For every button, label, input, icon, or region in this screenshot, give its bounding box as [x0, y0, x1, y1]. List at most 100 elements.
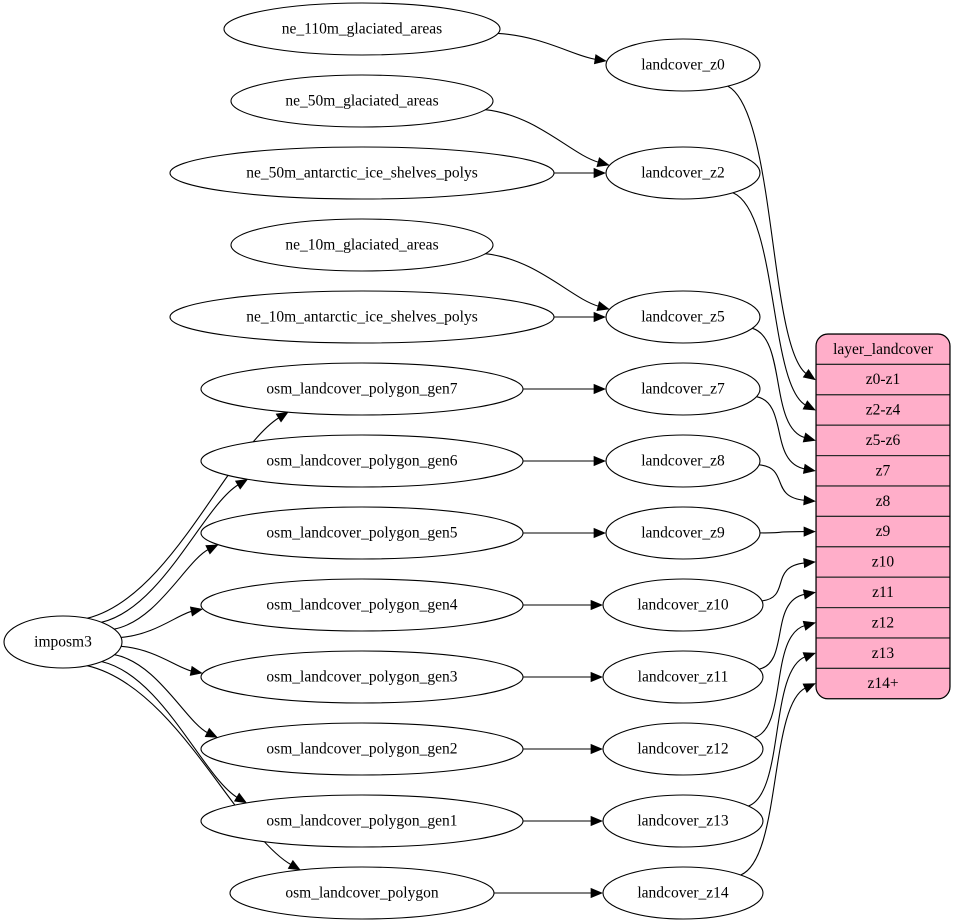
natural-earth-node-ellipse	[169, 146, 555, 200]
edge-imposm3-to-osm_landcover_polygon_gen1	[101, 661, 238, 799]
table-row-z12[interactable]	[816, 606, 950, 639]
node-label: osm_landcover_polygon_gen4	[266, 597, 457, 614]
node-landcover_z2[interactable]: landcover_z2	[605, 146, 761, 200]
edge-ne_110m_glaciated_areas-to-landcover_z0	[497, 32, 597, 60]
edge-landcover_z13-to-layer_landcover-z13-arrowhead	[802, 652, 816, 662]
node-landcover_z8[interactable]: landcover_z8	[605, 434, 761, 488]
node-landcover_z12[interactable]: landcover_z12	[602, 722, 764, 776]
table-row-label: z5-z6	[866, 432, 901, 449]
edge-imposm3-to-osm_landcover_polygon_gen2	[114, 654, 209, 734]
node-label: imposm3	[34, 634, 92, 651]
edge-landcover_z2-to-layer_landcover-z2-z4	[732, 192, 807, 406]
natural-earth-node-ellipse	[223, 2, 501, 56]
edge-landcover_z9-to-layer_landcover-z9	[759, 531, 806, 534]
edge-imposm3-to-osm_landcover_polygon	[86, 665, 292, 866]
edge-landcover_z12-to-layer_landcover-z12-arrowhead	[802, 620, 816, 631]
table-row-z11[interactable]	[816, 576, 950, 609]
node-label: landcover_z0	[641, 57, 725, 74]
edge-landcover_z12-to-layer_landcover-z12	[754, 624, 806, 738]
node-label: osm_landcover_polygon_gen5	[266, 525, 457, 542]
table-row-z14+[interactable]	[816, 667, 950, 699]
node-landcover_z10[interactable]: landcover_z10	[602, 578, 764, 632]
node-landcover_z14[interactable]: landcover_z14	[602, 866, 764, 920]
table-header-label: layer_landcover	[833, 341, 934, 358]
node-label: ne_10m_antarctic_ice_shelves_polys	[246, 309, 478, 326]
natural-earth-node-ellipse	[230, 218, 494, 272]
node-landcover_z0[interactable]: landcover_z0	[605, 38, 761, 92]
table-row-label: z2-z4	[866, 402, 901, 419]
landcover-node-ellipse	[605, 38, 761, 92]
edge-ne_50m_antarctic_ice_shelves_polys-to-landcover_z2-arrowhead	[593, 167, 606, 179]
node-osm_landcover_polygon_gen6[interactable]: osm_landcover_polygon_gen6	[200, 434, 524, 488]
node-label: landcover_z11	[638, 669, 729, 686]
edge-imposm3-to-osm_landcover_polygon_gen1-arrowhead	[233, 792, 248, 804]
node-ne_10m_antarctic_ice_shelves_polys[interactable]: ne_10m_antarctic_ice_shelves_polys	[169, 290, 555, 344]
layer-landcover-table: layer_landcoverz0-z1z2-z4z5-z6z7z8z9z10z…	[815, 333, 951, 700]
edge-osm_landcover_polygon-to-landcover_z14-arrowhead	[590, 887, 603, 899]
node-osm_landcover_polygon_gen2[interactable]: osm_landcover_polygon_gen2	[200, 722, 524, 776]
edge-osm_landcover_polygon_gen7-to-landcover_z7-arrowhead	[593, 383, 606, 395]
table-header-cell	[816, 334, 950, 365]
node-osm_landcover_polygon_gen7[interactable]: osm_landcover_polygon_gen7	[200, 362, 524, 416]
natural-earth-node-ellipse	[230, 74, 494, 128]
node-osm_landcover_polygon_gen4[interactable]: osm_landcover_polygon_gen4	[200, 578, 524, 632]
node-label: osm_landcover_polygon_gen6	[266, 453, 457, 470]
edge-landcover_z7-to-layer_landcover-z7	[756, 396, 806, 470]
node-osm_landcover_polygon[interactable]: osm_landcover_polygon	[229, 866, 495, 920]
edge-osm_landcover_polygon_gen4-to-landcover_z10-arrowhead	[590, 599, 603, 611]
table-row-label: z14+	[867, 675, 898, 692]
edge-imposm3-to-osm_landcover_polygon_gen2-arrowhead	[204, 727, 218, 738]
node-label: osm_landcover_polygon	[285, 885, 439, 902]
node-label: landcover_z2	[641, 165, 725, 182]
landcover-node-ellipse	[605, 362, 761, 416]
edge-landcover_z14-to-layer_landcover-z14+-arrowhead	[802, 683, 816, 693]
edges-layer	[86, 32, 816, 899]
node-label: osm_landcover_polygon_gen3	[266, 669, 457, 686]
osm-node-ellipse	[200, 650, 524, 704]
landcover-node-ellipse	[602, 650, 764, 704]
edge-imposm3-to-osm_landcover_polygon-arrowhead	[287, 859, 301, 871]
node-label: landcover_z8	[641, 453, 725, 470]
edge-ne_10m_antarctic_ice_shelves_polys-to-landcover_z5-arrowhead	[593, 311, 606, 323]
source-node-ellipse	[3, 615, 123, 669]
edge-imposm3-to-osm_landcover_polygon_gen5-arrowhead	[205, 544, 219, 555]
node-osm_landcover_polygon_gen3[interactable]: osm_landcover_polygon_gen3	[200, 650, 524, 704]
node-ne_110m_glaciated_areas[interactable]: ne_110m_glaciated_areas	[223, 2, 501, 56]
edge-landcover_z10-to-layer_landcover-z10-arrowhead	[803, 557, 816, 569]
table-rows-group: layer_landcoverz0-z1z2-z4z5-z6z7z8z9z10z…	[816, 334, 950, 699]
edge-osm_landcover_polygon_gen3-to-landcover_z11-arrowhead	[590, 671, 603, 683]
node-ne_50m_antarctic_ice_shelves_polys[interactable]: ne_50m_antarctic_ice_shelves_polys	[169, 146, 555, 200]
edge-landcover_z11-to-layer_landcover-z11-arrowhead	[802, 589, 816, 600]
node-ne_50m_glaciated_areas[interactable]: ne_50m_glaciated_areas	[230, 74, 494, 128]
edge-landcover_z0-to-layer_landcover-z0-z1	[727, 85, 808, 375]
natural-earth-node-ellipse	[169, 290, 555, 344]
node-label: landcover_z9	[641, 525, 725, 542]
table-row-z7[interactable]	[816, 455, 950, 487]
table-outline	[815, 333, 951, 700]
node-label: landcover_z5	[641, 309, 725, 326]
edge-ne_10m_glaciated_areas-to-landcover_z5	[485, 253, 600, 307]
osm-node-ellipse	[200, 506, 524, 560]
node-landcover_z11[interactable]: landcover_z11	[602, 650, 764, 704]
table-row-label: z0-z1	[866, 371, 900, 388]
node-imposm3[interactable]: imposm3	[3, 615, 123, 669]
table-row-z9[interactable]	[816, 515, 950, 548]
edge-imposm3-to-osm_landcover_polygon_gen3-arrowhead	[189, 665, 203, 676]
node-ne_10m_glaciated_areas[interactable]: ne_10m_glaciated_areas	[230, 218, 494, 272]
table-row-label: z13	[872, 645, 895, 662]
edge-imposm3-to-osm_landcover_polygon_gen3	[121, 645, 193, 672]
node-landcover_z9[interactable]: landcover_z9	[605, 506, 761, 560]
edge-ne_10m_glaciated_areas-to-landcover_z5-arrowhead	[596, 301, 610, 311]
edge-landcover_z5-to-layer_landcover-z5-z6	[752, 327, 806, 439]
edge-osm_landcover_polygon_gen5-to-landcover_z9-arrowhead	[593, 527, 606, 539]
edge-ne_50m_glaciated_areas-to-landcover_z2-arrowhead	[596, 157, 610, 167]
node-label: osm_landcover_polygon_gen2	[266, 741, 457, 758]
node-osm_landcover_polygon_gen5[interactable]: osm_landcover_polygon_gen5	[200, 506, 524, 560]
node-osm_landcover_polygon_gen1[interactable]: osm_landcover_polygon_gen1	[200, 794, 524, 848]
landcover-node-ellipse	[605, 434, 761, 488]
node-landcover_z5[interactable]: landcover_z5	[605, 290, 761, 344]
edge-imposm3-to-osm_landcover_polygon_gen5	[114, 548, 210, 630]
node-landcover_z7[interactable]: landcover_z7	[605, 362, 761, 416]
node-landcover_z13[interactable]: landcover_z13	[602, 794, 764, 848]
